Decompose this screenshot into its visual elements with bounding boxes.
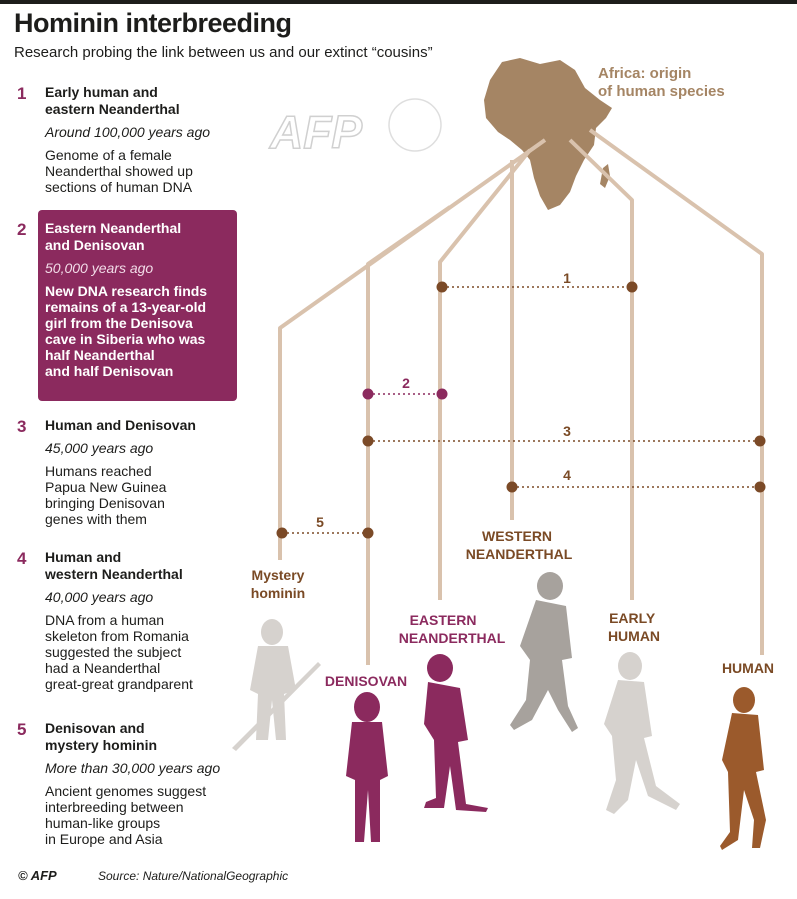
- event-date: 45,000 years ago: [45, 440, 154, 456]
- footer: © AFP Source: Nature/NationalGeographic: [18, 868, 288, 883]
- link-dot: [436, 388, 448, 400]
- event-description: Humans reached Papua New Guinea bringing…: [45, 463, 167, 527]
- event-heading: Early human and eastern Neanderthal: [45, 84, 180, 117]
- event-number: 3: [17, 417, 27, 436]
- branch-denisovan: [366, 205, 452, 665]
- event-heading: Human and western Neanderthal: [45, 549, 183, 582]
- event-date: Around 100,000 years ago: [45, 124, 211, 140]
- event-heading: Eastern Neanderthal and Denisovan: [45, 220, 182, 253]
- link-label: 3: [563, 423, 571, 439]
- branch-neanderthal-split: [438, 148, 532, 600]
- page-title: Hominin interbreeding: [14, 8, 292, 38]
- link-dot: [362, 388, 374, 400]
- event-heading: Human and Denisovan: [45, 417, 196, 433]
- link-label: 5: [316, 514, 324, 530]
- page-subtitle: Research probing the link between us and…: [14, 44, 433, 61]
- link-dot: [362, 435, 374, 447]
- event-date: 50,000 years ago: [45, 260, 154, 276]
- link-dot: [506, 481, 518, 493]
- human-figure: [720, 687, 766, 850]
- branch-main-left: [278, 138, 547, 560]
- watermark-globe-icon: [388, 98, 442, 152]
- tree-branches: [278, 128, 764, 665]
- denisovan-figure: [346, 692, 388, 842]
- link-label: 2: [402, 375, 410, 391]
- link-dot: [436, 281, 448, 293]
- link-dot: [754, 435, 766, 447]
- early-human-figure: [604, 652, 680, 814]
- branch-label-eastern: EASTERN NEANDERTHAL: [399, 612, 506, 646]
- top-rule: [0, 0, 797, 4]
- branch-label-denisovan: DENISOVAN: [325, 673, 407, 689]
- branch-label-human: HUMAN: [722, 660, 774, 676]
- event-number: 4: [17, 549, 27, 568]
- branch-early-human: [568, 138, 634, 600]
- eastern-neanderthal-figure: [424, 654, 488, 812]
- event-heading: Denisovan and mystery hominin: [45, 720, 158, 753]
- link-label: 1: [563, 270, 571, 286]
- western-neanderthal-figure: [510, 572, 578, 732]
- afp-watermark: AFP: [269, 106, 362, 158]
- link-dot: [276, 527, 288, 539]
- branch-human: [588, 128, 764, 655]
- event-number: 5: [17, 720, 27, 739]
- link-label: 4: [563, 467, 571, 483]
- event-date: More than 30,000 years ago: [45, 760, 221, 776]
- event-description: Ancient genomes suggest interbreeding be…: [45, 783, 207, 847]
- branch-label-western: WESTERN NEANDERTHAL: [466, 528, 573, 562]
- link-dots: [276, 281, 766, 539]
- afp-logo: © AFP: [18, 868, 57, 883]
- link-dot: [754, 481, 766, 493]
- event-number: 1: [17, 84, 27, 103]
- link-dot: [626, 281, 638, 293]
- branch-label-early-human: EARLY HUMAN: [608, 610, 660, 644]
- event-description: New DNA research finds remains of a 13-y…: [45, 283, 208, 379]
- source-credit: Source: Nature/NationalGeographic: [98, 869, 289, 883]
- africa-map: [484, 58, 612, 210]
- event-date: 40,000 years ago: [45, 589, 154, 605]
- highlight-box: [38, 210, 237, 401]
- africa-label: Africa: origin of human species: [598, 65, 725, 100]
- event-number: 2: [17, 220, 27, 239]
- event-description: DNA from a human skeleton from Romania s…: [45, 612, 193, 692]
- event-description: Genome of a female Neanderthal showed up…: [45, 147, 193, 195]
- link-dot: [362, 527, 374, 539]
- mystery-hominin-figure: [232, 619, 321, 751]
